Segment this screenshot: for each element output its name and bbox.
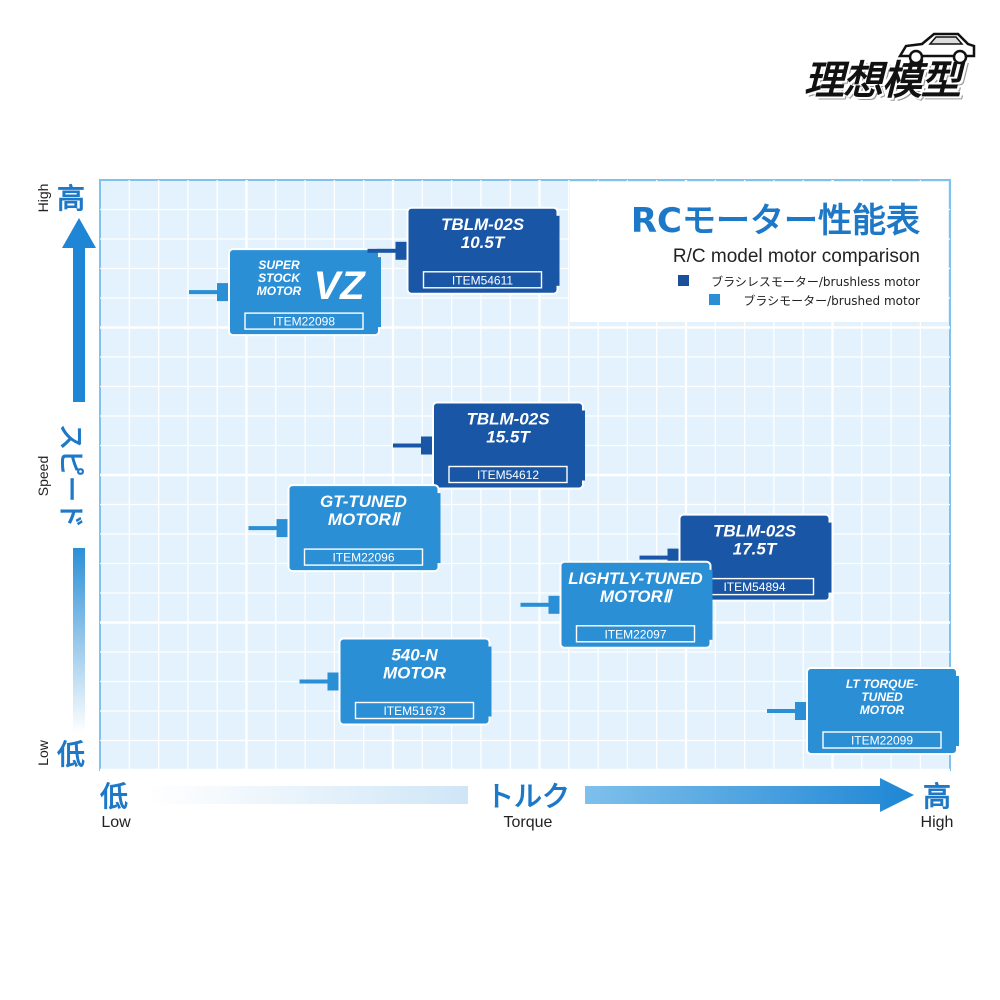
- motor-endbell: [548, 595, 563, 614]
- motor-shaft: [639, 555, 682, 560]
- x-high-label: 高: [923, 780, 951, 813]
- motor-name: MOTORⅡ: [328, 510, 402, 529]
- logo-text: 理想模型: [804, 58, 961, 104]
- motor-name: STOCK: [258, 271, 301, 285]
- y-axis-arrow: [62, 218, 96, 402]
- y-low-en: Low: [35, 739, 51, 766]
- motor-shaft: [299, 679, 342, 684]
- motor-cap: [483, 646, 492, 717]
- item-number: ITEM22098: [273, 315, 335, 329]
- y-high-en: High: [35, 184, 51, 213]
- motor-name: TBLM-02S: [713, 522, 797, 541]
- x-axis-fade: [148, 786, 468, 804]
- item-box: [244, 312, 364, 330]
- motor-name: TBLM-02S: [466, 410, 550, 429]
- item-box: [822, 731, 942, 749]
- item-number: ITEM22097: [604, 627, 666, 641]
- item-number: ITEM22096: [332, 551, 394, 565]
- motor-name: MOTOR: [257, 284, 302, 298]
- item-box: [303, 548, 424, 566]
- y-axis-fade: [73, 548, 85, 733]
- x-label: トルク: [486, 780, 570, 813]
- motor-cap: [432, 493, 441, 564]
- motor-cap: [704, 569, 713, 640]
- item-number: ITEM54612: [477, 468, 539, 482]
- title-panel: [570, 182, 948, 322]
- item-box: [422, 271, 543, 289]
- brand-logo: 理想模型: [804, 30, 980, 104]
- chart-subtitle: R/C model motor comparison: [673, 246, 920, 267]
- item-number: ITEM54894: [723, 580, 785, 594]
- legend-swatch-brushless: [678, 275, 689, 286]
- x-low-label: 低: [99, 780, 128, 813]
- motor-cap: [823, 522, 832, 593]
- item-box: [354, 701, 475, 720]
- x-label-en: Torque: [504, 814, 553, 831]
- y-low-label: 低: [56, 738, 85, 771]
- item-box: [448, 465, 568, 484]
- motor-name: TBLM-02S: [441, 215, 525, 234]
- item-number: ITEM54611: [452, 273, 513, 287]
- x-axis-arrow: [585, 778, 914, 812]
- legend-brushed: ブラシモーター/brushed motor: [743, 293, 920, 308]
- motor-name: MOTOR: [860, 703, 905, 717]
- motor-cap: [551, 215, 560, 286]
- motor-name: 540-N: [391, 646, 438, 665]
- x-high-en: High: [921, 814, 954, 831]
- motor-name: 15.5T: [486, 428, 531, 447]
- y-label: スピード: [55, 424, 85, 528]
- motor-endbell: [276, 519, 291, 538]
- x-low-en: Low: [101, 814, 131, 831]
- motor-name: 17.5T: [733, 540, 778, 559]
- motor-shaft: [367, 248, 410, 253]
- motor-endbell: [395, 241, 410, 260]
- motor-cap: [373, 257, 381, 328]
- motor-name: 10.5T: [461, 233, 506, 252]
- motor-name: SUPER: [258, 258, 300, 272]
- item-box: [575, 625, 696, 643]
- motor-shaft: [189, 290, 231, 295]
- motor-name: LT TORQUE-: [846, 677, 918, 691]
- motor-cap: [951, 676, 959, 746]
- motor-name-big: VZ: [313, 264, 366, 308]
- motor-name: MOTORⅡ: [600, 587, 674, 606]
- motor-endbell: [795, 702, 809, 720]
- motor-endbell: [421, 436, 435, 455]
- legend-swatch-brushed: [709, 294, 720, 305]
- item-number: ITEM51673: [383, 704, 445, 718]
- motor-shaft: [248, 526, 291, 531]
- motor-cap: [577, 410, 585, 481]
- car-icon: [897, 32, 976, 65]
- motor-name: TUNED: [861, 690, 903, 704]
- y-label-en: Speed: [35, 456, 51, 496]
- chart-title: RCモーター性能表: [631, 201, 920, 241]
- legend-brushless: ブラシレスモーター/brushless motor: [711, 274, 920, 289]
- motor-shaft: [767, 709, 809, 713]
- y-high-label: 高: [57, 182, 85, 215]
- motor-endbell: [327, 672, 342, 691]
- motor-name: MOTOR: [383, 664, 447, 683]
- motor-shaft: [520, 602, 563, 607]
- item-number: ITEM22099: [851, 734, 913, 748]
- motor-name: LIGHTLY-TUNED: [568, 569, 702, 588]
- motor-endbell: [217, 283, 231, 302]
- motor-shaft: [393, 443, 435, 448]
- motor-name: GT-TUNED: [320, 492, 407, 511]
